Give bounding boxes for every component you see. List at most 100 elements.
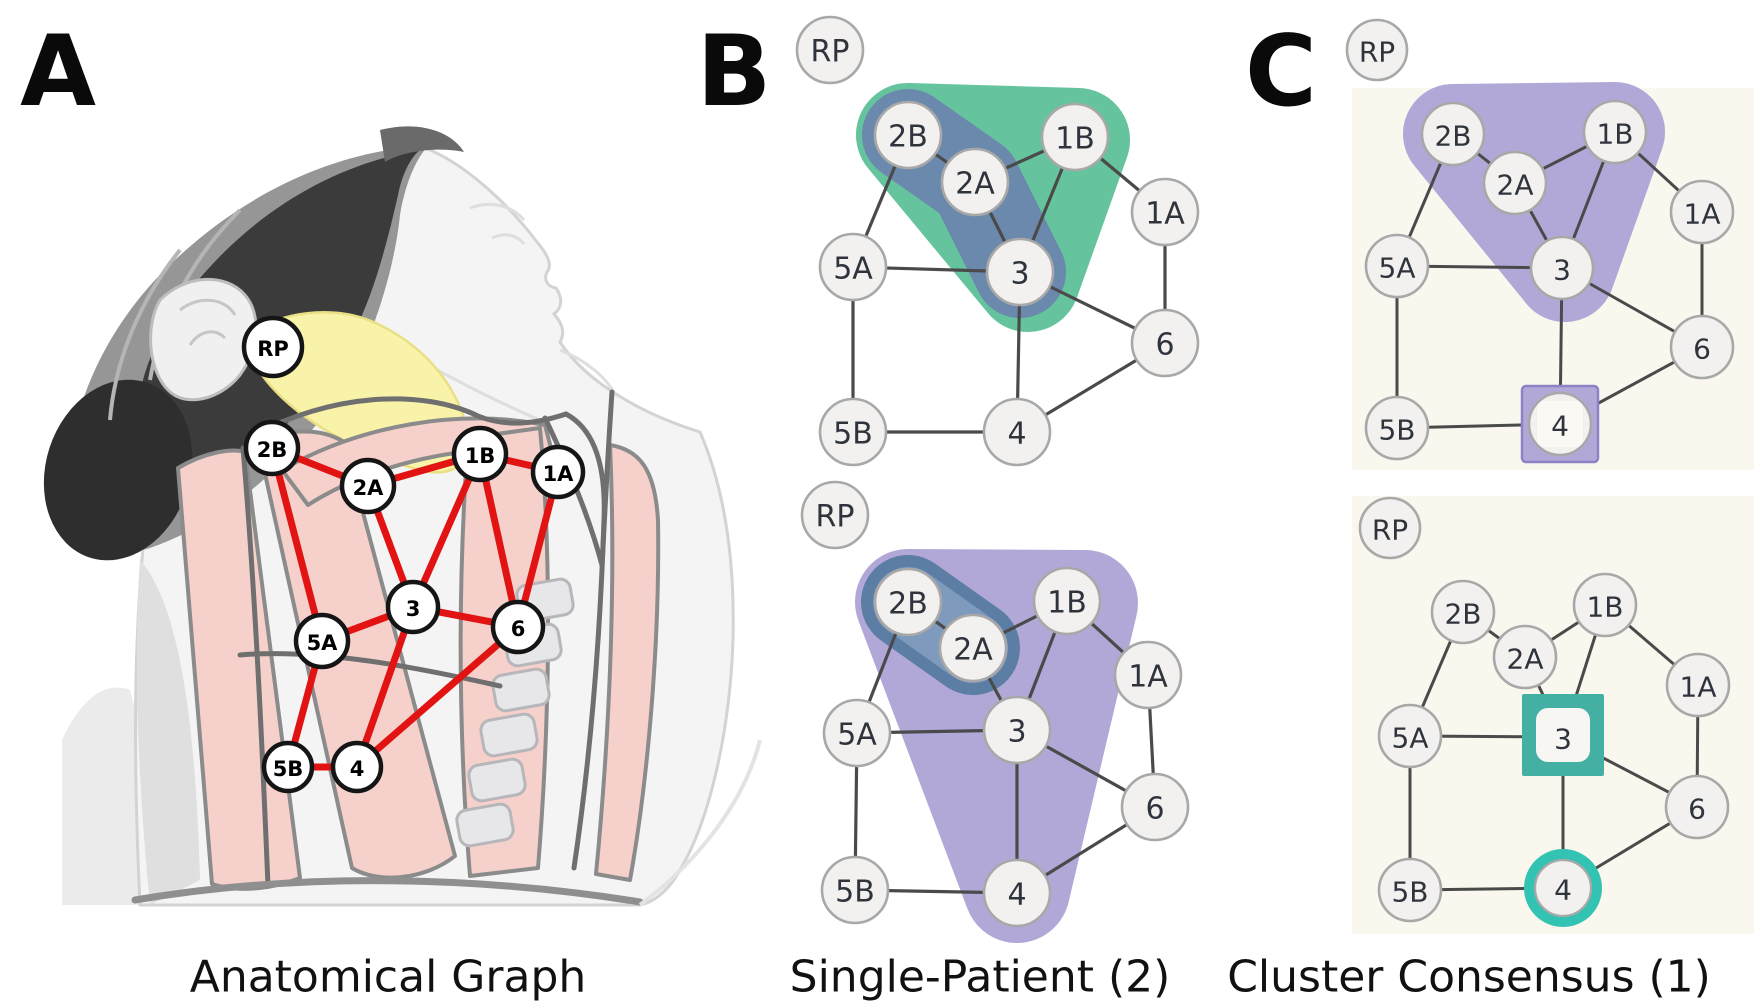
- node-RP: RP: [1345, 18, 1409, 82]
- node-label: 1B: [1586, 591, 1623, 624]
- shoulder-line: [131, 877, 644, 906]
- node-label: 4: [1554, 874, 1572, 907]
- node-label: 1A: [543, 462, 575, 486]
- node-label: 4: [350, 757, 365, 781]
- node-5B: 5B: [820, 855, 890, 925]
- node-circle: [243, 419, 301, 477]
- node-label: 6: [1693, 333, 1711, 366]
- node-circle: [241, 315, 305, 379]
- node-5B: 5B: [1364, 395, 1430, 461]
- node-label: 6: [1688, 793, 1706, 826]
- node-5B: 5B: [261, 740, 315, 794]
- node-circle: [1430, 579, 1496, 645]
- node-circle: [1130, 177, 1200, 247]
- node-label: 2A: [1497, 169, 1534, 202]
- node-label: 5A: [837, 718, 877, 753]
- node-2B: 2B: [873, 100, 943, 170]
- panel-a-letter: A: [20, 15, 96, 129]
- posterior-shadow: [136, 560, 200, 905]
- node-circle: [1120, 772, 1190, 842]
- node-label: 2A: [353, 476, 385, 500]
- node-label: RP: [816, 500, 855, 535]
- node-circle: [261, 740, 315, 794]
- node-1A: 1A: [1669, 179, 1735, 245]
- node-6: 6: [1664, 774, 1730, 840]
- node-circle: [982, 858, 1052, 928]
- panel-b-caption: Single-Patient (2): [790, 952, 1171, 1003]
- node-label: 1B: [1055, 122, 1095, 157]
- node-label: 5B: [835, 875, 875, 910]
- node-circle: [1377, 857, 1443, 923]
- node-3: 3: [1529, 235, 1595, 301]
- node-circle: [385, 579, 441, 635]
- node-label: 3: [1553, 254, 1571, 287]
- node-label: 2B: [888, 120, 928, 155]
- node-label: 1A: [1145, 197, 1185, 232]
- node-circle: [1669, 179, 1735, 245]
- edge-3-4: [353, 603, 417, 771]
- node-label: 2B: [257, 438, 288, 462]
- node-label: 3: [406, 597, 421, 621]
- node-3: 3: [1522, 694, 1604, 776]
- node-1A: 1A: [1665, 652, 1731, 718]
- node-circle: [1364, 233, 1430, 299]
- node-circle: [818, 397, 888, 467]
- node-1A: 1A: [1113, 640, 1183, 710]
- node-label: 5A: [307, 631, 339, 655]
- node-1B: 1B: [1582, 99, 1648, 165]
- node-circle: [820, 855, 890, 925]
- node-1B: 1B: [1032, 566, 1102, 636]
- node-circle: [1358, 496, 1422, 560]
- node-5B: 5B: [1377, 857, 1443, 923]
- node-1A: 1A: [530, 444, 586, 500]
- node-circle: [339, 457, 397, 515]
- node-5B: 5B: [818, 397, 888, 467]
- node-label: 5A: [833, 252, 873, 287]
- node-label: 2A: [953, 633, 993, 668]
- panel-a-illustration: [43, 126, 762, 907]
- node-1A: 1A: [1130, 177, 1200, 247]
- node-label: 6: [511, 617, 526, 641]
- node-circle: [1482, 150, 1548, 216]
- node-label: 2B: [1444, 598, 1481, 631]
- node-circle: [982, 695, 1052, 765]
- node-circle: [1572, 572, 1638, 638]
- node-label: 5B: [1391, 876, 1428, 909]
- node-label: 1B: [1047, 586, 1087, 621]
- node-circle: [451, 425, 509, 483]
- node-6: 6: [1669, 314, 1735, 380]
- node-circle: [873, 100, 943, 170]
- node-label: 3: [1554, 723, 1572, 756]
- node-6: 6: [1130, 308, 1200, 378]
- panel-c-caption: Cluster Consensus (1): [1227, 952, 1711, 1003]
- node-4: 4: [330, 740, 384, 794]
- node-label: 2B: [1434, 120, 1471, 153]
- node-label: 1A: [1684, 198, 1721, 231]
- node-RP: RP: [795, 15, 865, 85]
- node-label: 1B: [465, 444, 496, 468]
- node-inner-square: [1536, 708, 1590, 762]
- node-label: 4: [1007, 417, 1026, 452]
- node-1B: 1B: [1040, 102, 1110, 172]
- node-circle: [1345, 18, 1409, 82]
- node-circle: [873, 567, 943, 637]
- node-2B: 2B: [873, 567, 943, 637]
- node-circle: [1492, 624, 1558, 690]
- node-RP: RP: [1358, 496, 1422, 560]
- node-label: 5A: [1379, 252, 1416, 285]
- node-circle: [490, 599, 546, 655]
- node-circle: [1130, 308, 1200, 378]
- node-circle: [985, 237, 1055, 307]
- node-5A: 5A: [818, 232, 888, 302]
- node-circle: [822, 698, 892, 768]
- node-label: 3: [1010, 257, 1029, 292]
- node-circle: [1582, 99, 1648, 165]
- node-label: 1A: [1128, 660, 1168, 695]
- node-2A: 2A: [1492, 624, 1558, 690]
